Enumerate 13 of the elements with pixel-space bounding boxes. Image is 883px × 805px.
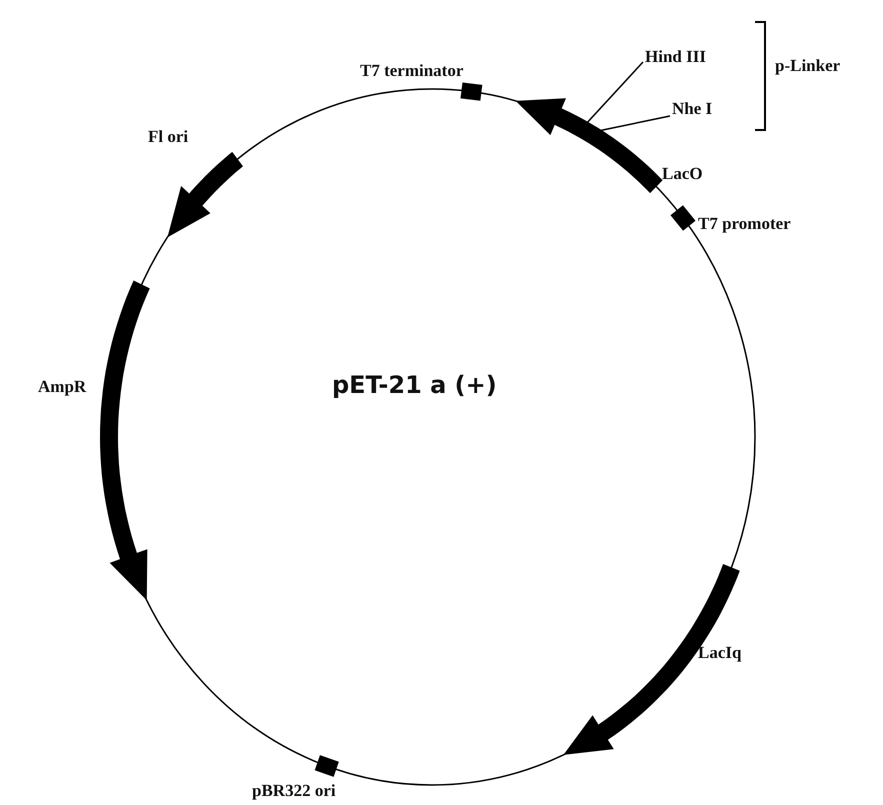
plasmid-name: pET-21 a (+) [332, 372, 497, 398]
feature-label: p-Linker [775, 57, 840, 76]
feature-label: pBR322 ori [252, 782, 336, 801]
leader-line [598, 115, 670, 132]
feature-label: T7 promoter [698, 215, 791, 234]
feature-label: Fl ori [148, 128, 188, 147]
feature-label: AmpR [38, 378, 86, 397]
site-label: Hind III [645, 48, 706, 67]
feature-label: LacIq [698, 644, 742, 663]
feature-label: LacO [662, 165, 703, 184]
feature-label: T7 terminator [360, 62, 464, 81]
site-label: Nhe I [672, 100, 712, 119]
leader-line [584, 62, 644, 126]
